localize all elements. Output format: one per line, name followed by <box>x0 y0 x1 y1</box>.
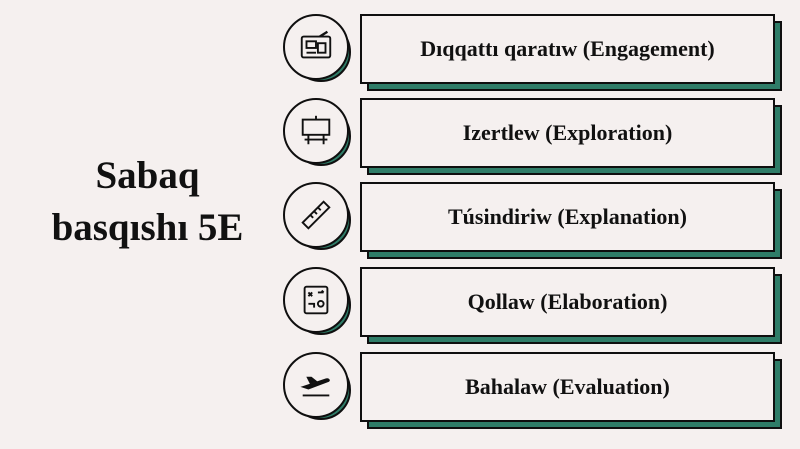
step-label: Túsindiriw (Explanation) <box>360 182 775 252</box>
step-exploration: Izertlew (Exploration) <box>0 98 800 182</box>
icon-badge-circle <box>283 352 349 418</box>
step-card: Bahalaw (Evaluation) <box>360 352 790 436</box>
step-label: Dıqqattı qaratıw (Engagement) <box>360 14 775 84</box>
step-card: Qollaw (Elaboration) <box>360 267 790 351</box>
step-icon-badge <box>283 14 355 86</box>
step-elaboration: Qollaw (Elaboration) <box>0 267 800 351</box>
step-label: Bahalaw (Evaluation) <box>360 352 775 422</box>
step-explanation: Túsindiriw (Explanation) <box>0 182 800 266</box>
step-label: Qollaw (Elaboration) <box>360 267 775 337</box>
billboard-icon <box>301 115 331 145</box>
step-icon-badge <box>283 267 355 339</box>
lesson-stages-title: Sabaq basqıshı 5E <box>20 150 275 254</box>
step-icon-badge <box>283 182 355 254</box>
step-evaluation: Bahalaw (Evaluation) <box>0 352 800 436</box>
blueprint-icon <box>300 30 332 59</box>
airplane-takeoff-icon <box>300 376 330 397</box>
step-card: Túsindiriw (Explanation) <box>360 182 790 266</box>
title-line-1: Sabaq <box>95 154 200 197</box>
step-icon-badge <box>283 352 355 424</box>
title-line-2: basqıshı 5E <box>51 206 244 249</box>
step-engagement: Dıqqattı qaratıw (Engagement) <box>0 14 800 98</box>
icon-badge-circle <box>283 98 349 164</box>
step-card: Dıqqattı qaratıw (Engagement) <box>360 14 790 98</box>
step-icon-badge <box>283 98 355 170</box>
step-card: Izertlew (Exploration) <box>360 98 790 182</box>
icon-badge-circle <box>283 267 349 333</box>
ruler-icon <box>301 200 331 230</box>
icon-badge-circle <box>283 14 349 80</box>
step-label: Izertlew (Exploration) <box>360 98 775 168</box>
strategy-board-icon <box>303 285 329 315</box>
icon-badge-circle <box>283 182 349 248</box>
